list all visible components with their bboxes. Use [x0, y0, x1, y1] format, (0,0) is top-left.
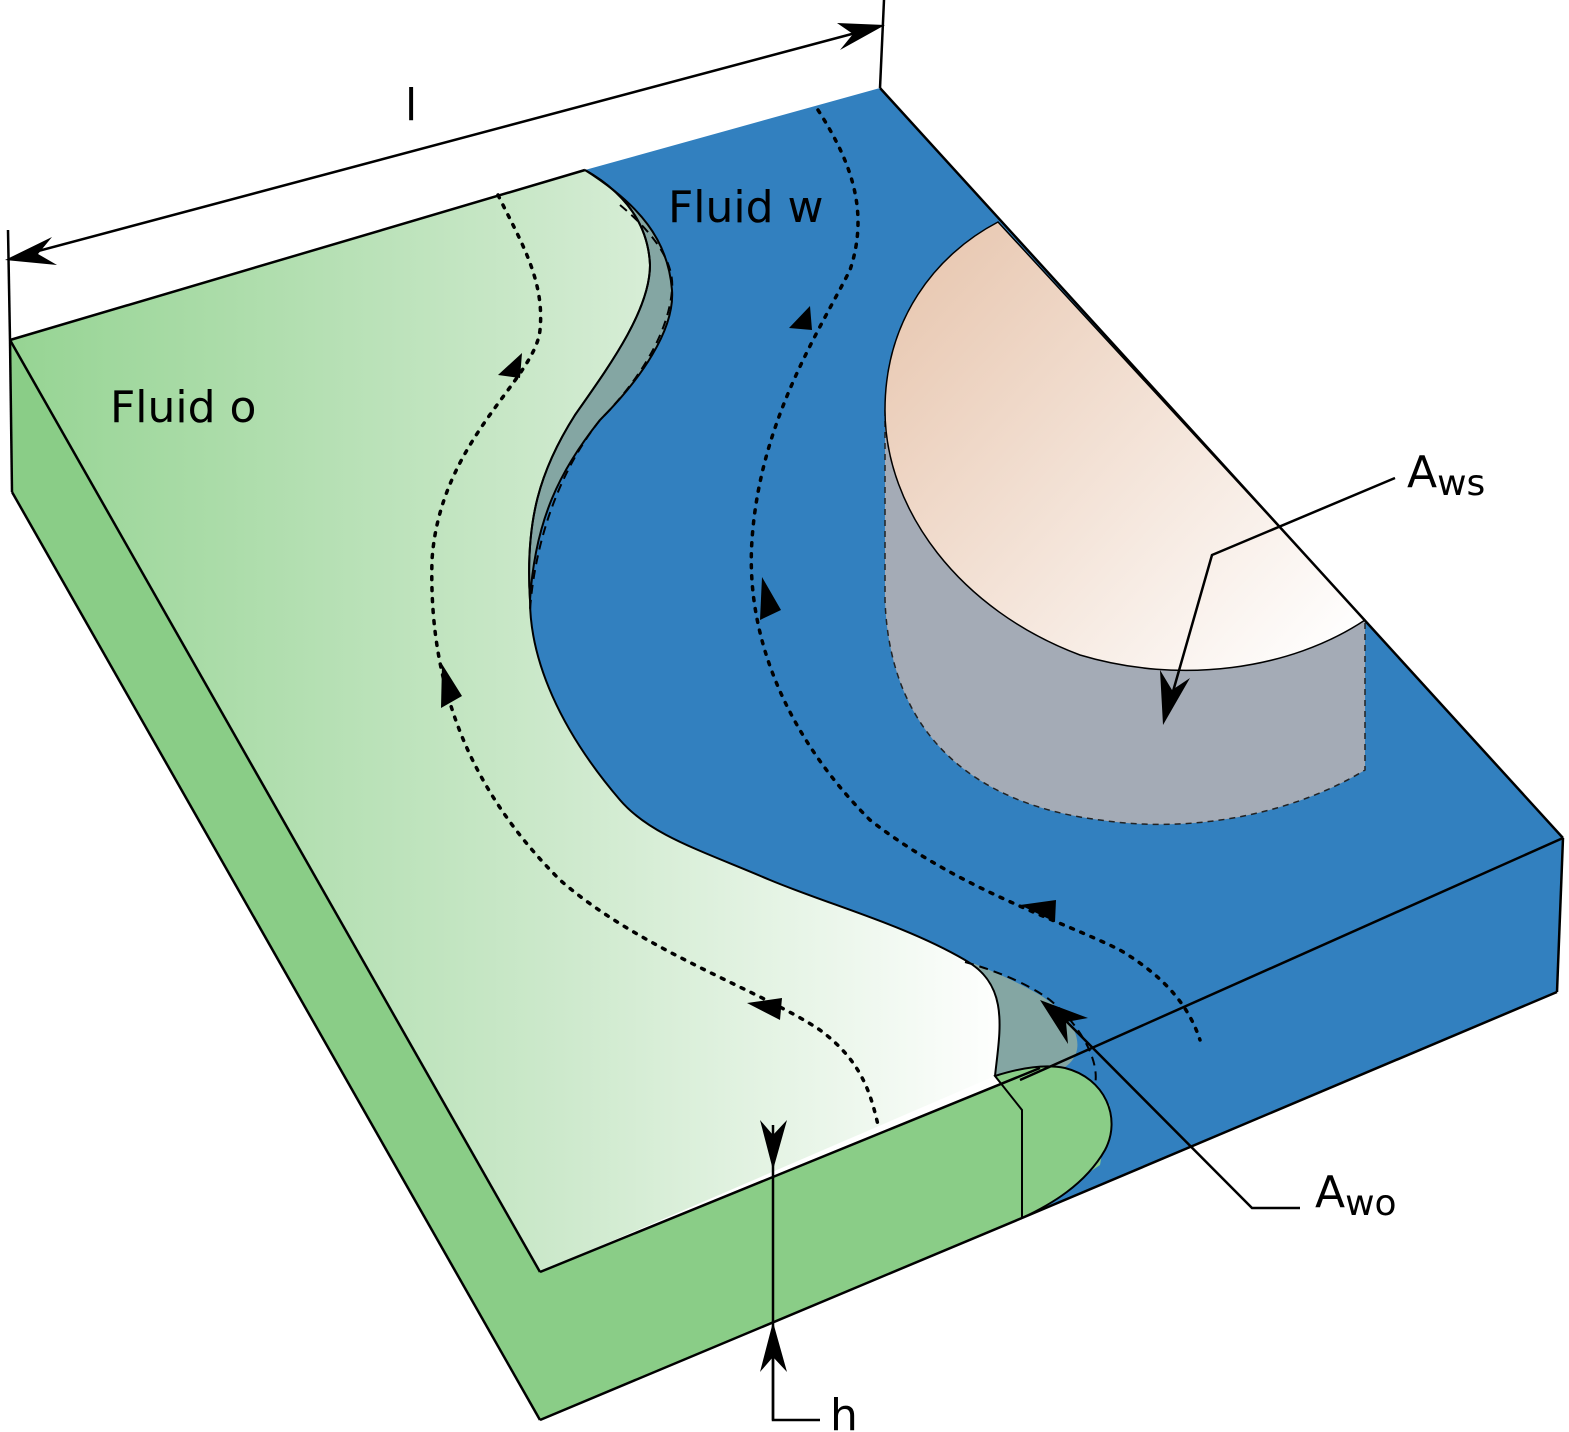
height-dimension	[771, 1125, 820, 1422]
fluid-o-left-face	[10, 340, 540, 1420]
length-arrow-left-icon	[5, 237, 57, 265]
fluid-w-label: Fluid w	[668, 182, 824, 233]
length-dimension	[6, 0, 886, 341]
fluid-interface-curve	[528, 169, 1001, 1077]
a-ws-label: Aws	[1407, 447, 1485, 504]
length-label: l	[405, 80, 417, 131]
fluid-o-label: Fluid o	[110, 382, 256, 433]
streamline-fluid-w	[749, 108, 1202, 1042]
solid-top-face	[884, 221, 1367, 672]
a-ws-arrow-icon	[1160, 670, 1190, 725]
height-label: h	[830, 1390, 858, 1432]
a-ws-leader-line	[1170, 476, 1396, 696]
block-outline	[8, 87, 1565, 1422]
fluid-o-top-face	[10, 170, 1000, 1272]
flow-arrow-icon	[441, 664, 462, 708]
flow-arrow-icon	[498, 353, 522, 378]
a-wo-arrow-icon	[1040, 1000, 1088, 1044]
height-arrow-top-icon	[760, 1120, 787, 1170]
solid-side-wall	[885, 410, 1365, 825]
flow-arrow-icon	[1020, 900, 1056, 922]
streamline-fluid-o	[430, 193, 880, 1127]
solid-side-dashed	[884, 410, 1366, 826]
flow-arrow-icon	[760, 577, 781, 620]
flow-arrow-icon	[747, 998, 782, 1020]
flow-arrowheads	[441, 306, 1056, 1020]
streamlines	[430, 108, 1202, 1127]
flow-arrow-icon	[789, 306, 812, 330]
fluid-w-front-face	[1020, 838, 1563, 1218]
interface-wo-lower-dashed	[964, 961, 1097, 1086]
fluid-o-front-lip	[993, 1065, 1113, 1220]
fluid-o-front-face	[540, 1068, 1110, 1420]
a-wo-leader-line	[1064, 1019, 1300, 1210]
length-arrow-right-icon	[837, 23, 885, 50]
height-arrow-bottom-icon	[760, 1322, 787, 1372]
interface-wo-upper-dashed	[529, 204, 674, 611]
a-wo-label: Awo	[1315, 1167, 1397, 1224]
